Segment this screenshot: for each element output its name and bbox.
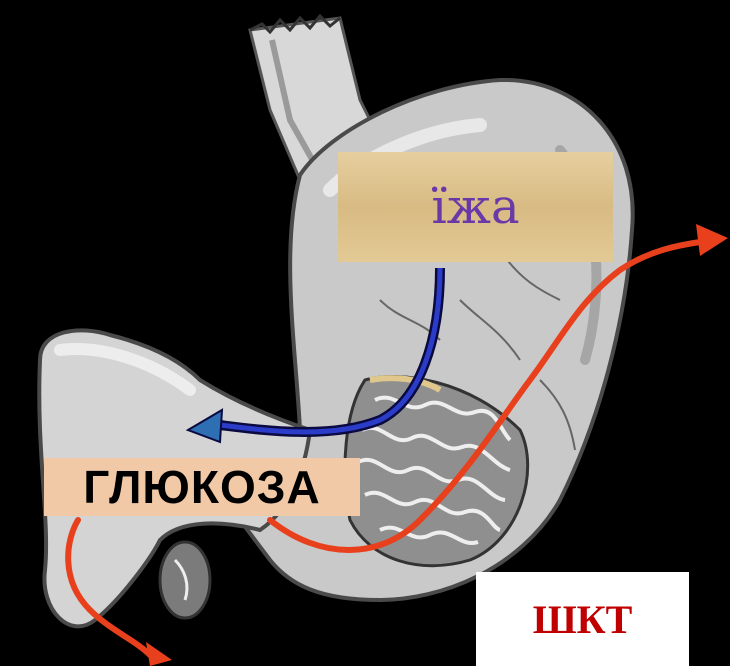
glucose-label-text: ГЛЮКОЗА [83, 460, 321, 514]
gi-tract-label: ШКТ [476, 572, 689, 666]
food-label: їжа [338, 152, 613, 262]
glucose-label: ГЛЮКОЗА [44, 458, 360, 516]
gi-tract-label-text: ШКТ [533, 596, 633, 643]
food-label-text: їжа [431, 179, 519, 235]
